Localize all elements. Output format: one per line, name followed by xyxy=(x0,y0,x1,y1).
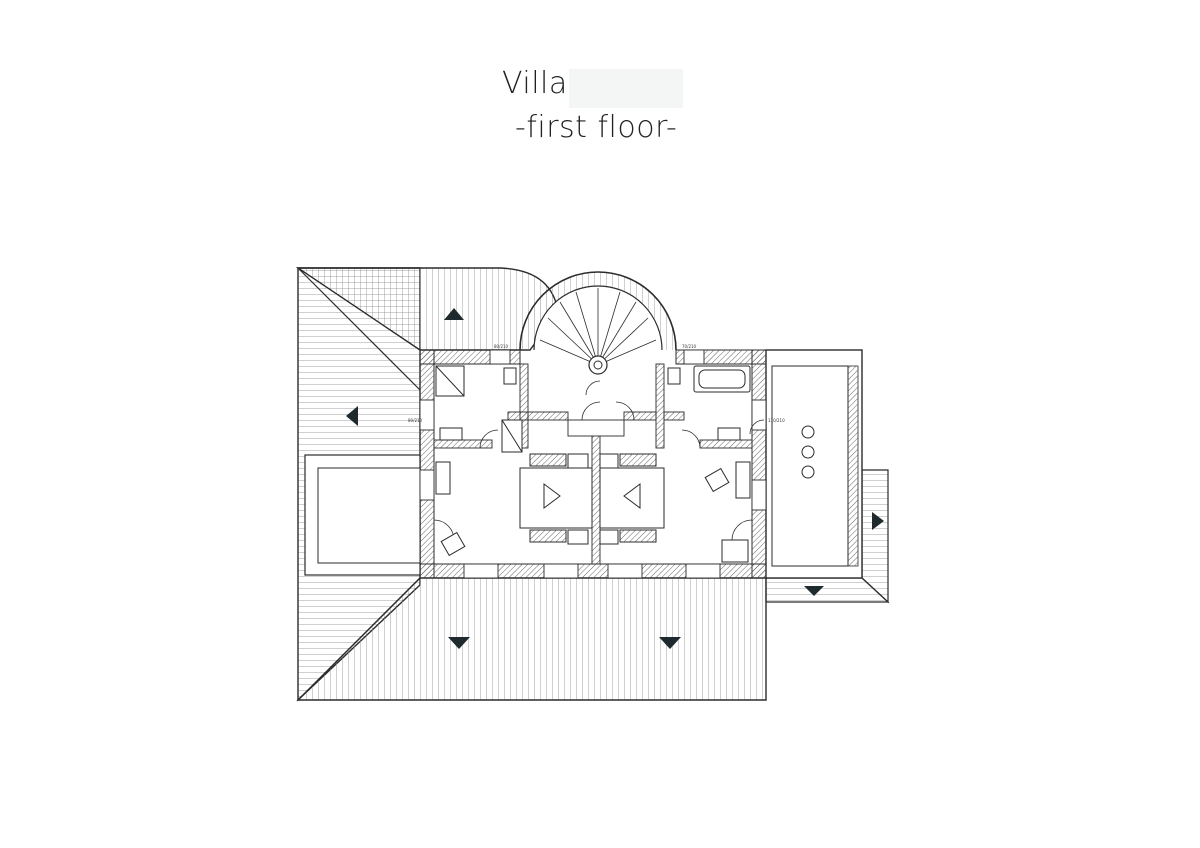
title-villa: Villa xyxy=(502,66,568,101)
dim-label-d: 110/210 xyxy=(768,418,785,423)
bedroom-right-furniture xyxy=(599,453,730,545)
light-well xyxy=(304,454,421,576)
dim-label-c: 80/210 xyxy=(408,418,423,423)
slope-arrow-down-right xyxy=(659,637,681,649)
dim-label-a: 80/210 xyxy=(494,344,509,349)
bedroom-left-furniture xyxy=(440,453,593,557)
redacted-name-box xyxy=(569,69,683,108)
slope-arrow-up xyxy=(444,308,464,320)
interior-walls xyxy=(433,363,753,565)
slope-arrow-right xyxy=(872,512,884,530)
slope-arrow-down-left xyxy=(448,637,470,649)
bathroom-fixtures xyxy=(435,365,751,563)
stair-tower xyxy=(519,271,677,375)
slope-arrow-left xyxy=(346,406,358,426)
slope-arrows xyxy=(346,308,884,649)
dimension-labels: 80/210 70/210 80/210 110/210 xyxy=(408,344,785,423)
terrace xyxy=(765,349,863,579)
dim-label-b: 70/210 xyxy=(682,344,697,349)
title-block: Villa -first floor- xyxy=(0,0,1200,160)
slope-arrow-down-terrace xyxy=(804,586,824,596)
roof-right xyxy=(765,469,890,604)
title-floor: -first floor- xyxy=(515,110,678,145)
door-swings xyxy=(433,380,765,541)
